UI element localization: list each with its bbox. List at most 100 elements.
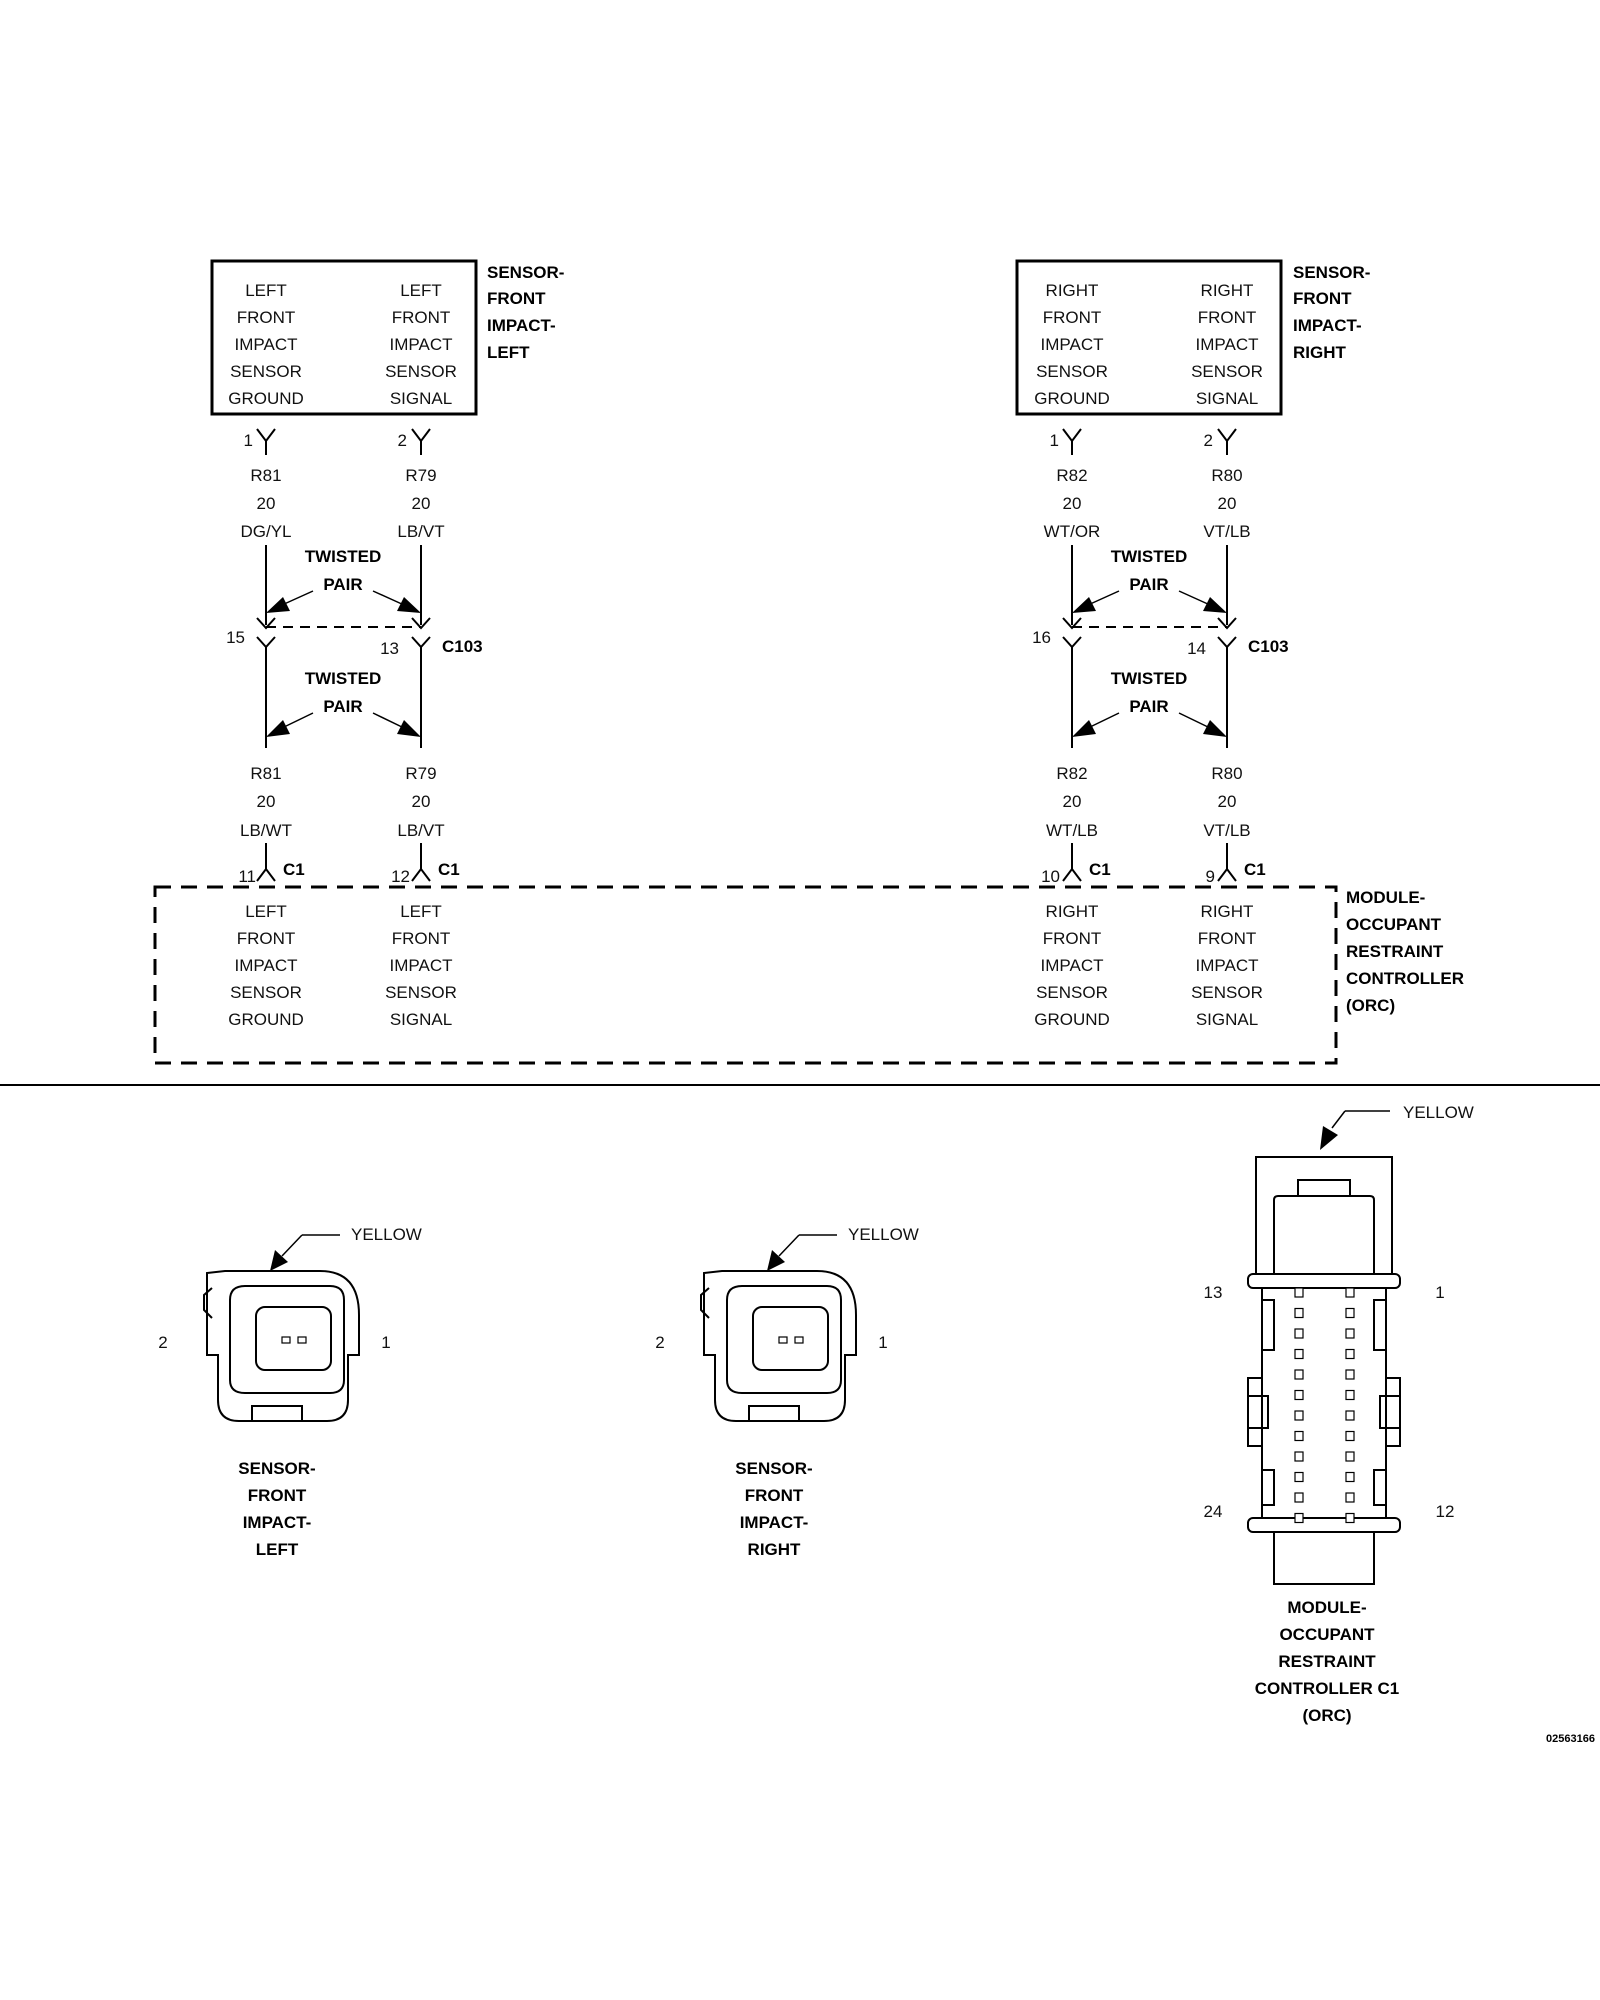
function-line: FRONT [1198, 308, 1257, 327]
function-line: IMPACT [1041, 956, 1104, 975]
wire-circuit: R80 [1211, 764, 1242, 783]
title-line: IMPACT- [487, 316, 556, 335]
twisted-pair-label: PAIR [1129, 575, 1168, 594]
function-line: IMPACT [1196, 956, 1259, 975]
pin-number: 14 [1187, 639, 1206, 658]
wire-labels-lower: R81 20 LB/WT R79 20 LB/VT R82 20 WT/LB R… [240, 764, 1251, 840]
connector-color-label: YELLOW [1403, 1103, 1474, 1122]
module-right-ground-function: RIGHT FRONT IMPACT SENSOR GROUND [1034, 902, 1110, 1029]
wire-color: LB/VT [397, 522, 444, 541]
twisted-pair-lower-left: TWISTED PAIR [266, 669, 421, 737]
connector-body [1261, 1287, 1387, 1519]
wire-gauge: 20 [412, 792, 431, 811]
wire-lines [265, 545, 1228, 748]
title-line: SENSOR- [487, 263, 564, 282]
function-line: FRONT [237, 929, 296, 948]
fork-symbol [411, 428, 431, 455]
connector-cavity [726, 1285, 842, 1394]
sensor-left-box [210, 259, 478, 416]
pin-number: 1 [878, 1333, 887, 1352]
arrow-head [1320, 1126, 1338, 1150]
function-line: SENSOR [1036, 983, 1108, 1002]
pin-number: 11 [238, 867, 256, 886]
function-line: LEFT [400, 281, 442, 300]
connector-label: C103 [1248, 637, 1289, 656]
function-line: FRONT [1198, 929, 1257, 948]
function-line: RIGHT [1046, 281, 1099, 300]
pin-number: 1 [381, 1333, 390, 1352]
terminal-cavity [1345, 1430, 1355, 1442]
connector-cavity [229, 1285, 345, 1394]
wire-circuit: R79 [405, 764, 436, 783]
module-left-signal-function: LEFT FRONT IMPACT SENSOR SIGNAL [385, 902, 457, 1029]
connector-wire-exit [1273, 1531, 1375, 1585]
sensor-front-impact-right: RIGHT FRONT IMPACT SENSOR GROUND RIGHT F… [1015, 259, 1370, 450]
sensor-right-box [1015, 259, 1283, 416]
connector-latch [700, 1287, 710, 1319]
pin-number: 16 [1032, 628, 1051, 647]
function-line: SENSOR [385, 983, 457, 1002]
connector-rails [1262, 1469, 1386, 1506]
arrow-head [270, 1250, 288, 1271]
fork-symbol [1062, 428, 1082, 455]
terminal-cavity [1345, 1328, 1355, 1339]
terminal-pin [778, 1336, 788, 1344]
module-pin-symbol [256, 843, 276, 882]
terminal-cavity [1345, 1512, 1355, 1524]
fork-symbol [1217, 428, 1237, 455]
pin-number: 2 [655, 1333, 664, 1352]
function-line: IMPACT [390, 335, 453, 354]
pin-number: 13 [1204, 1283, 1223, 1302]
terminal-cavity [1294, 1287, 1304, 1298]
connector-housing [206, 1270, 360, 1422]
terminal-cavity [1294, 1471, 1304, 1483]
arrow-head [266, 720, 290, 737]
sensor-right-title: SENSOR- FRONT IMPACT- RIGHT [1293, 263, 1370, 362]
function-line: SIGNAL [1196, 389, 1258, 408]
connector-shroud [1255, 1156, 1393, 1275]
function-line: FRONT [392, 929, 451, 948]
function-line: LEFT [400, 902, 442, 921]
function-line: GROUND [228, 1010, 304, 1029]
twisted-pair-upper-right: TWISTED PAIR [1072, 547, 1227, 613]
connector-view-orc-c1: YELLOW 13 1 24 12 MODULE- OCCUPANT RESTR… [1204, 1103, 1474, 1725]
connector-latch-detail [1248, 1395, 1400, 1429]
wire-gauge: 20 [1218, 792, 1237, 811]
terminal-cavity [1294, 1389, 1304, 1401]
connector-housing [703, 1270, 857, 1422]
module-pin-symbol [1062, 843, 1082, 882]
title-line: MODULE- [1287, 1598, 1366, 1617]
wire-labels-upper: R81 20 DG/YL R79 20 LB/VT R82 20 WT/OR R… [240, 466, 1250, 541]
title-line: (ORC) [1302, 1706, 1351, 1725]
connector-bottom-flange [1247, 1517, 1401, 1533]
arrow-head [1203, 720, 1227, 737]
terminal-cavity [1345, 1348, 1355, 1360]
function-line: IMPACT [235, 956, 298, 975]
pin-number: 1 [1050, 431, 1059, 450]
arrow-head [767, 1250, 785, 1271]
function-line: FRONT [1043, 308, 1102, 327]
twisted-pair-label: PAIR [323, 697, 362, 716]
wire-gauge: 20 [1063, 494, 1082, 513]
function-line: RIGHT [1046, 902, 1099, 921]
title-line: OCCUPANT [1346, 915, 1442, 934]
twisted-pair-lower-right: TWISTED PAIR [1072, 669, 1227, 737]
wire-color: WT/OR [1044, 522, 1101, 541]
arrow-head [1203, 597, 1227, 613]
connector-color-label: YELLOW [848, 1225, 919, 1244]
pin-number: 2 [1204, 431, 1213, 450]
connector-c103: 15 13 16 14 C103 C103 [226, 617, 1289, 658]
wire-color: VT/LB [1203, 522, 1250, 541]
module-dashed-box [153, 885, 1338, 1065]
terminal-cavity [1294, 1430, 1304, 1442]
title-line: CONTROLLER C1 [1255, 1679, 1400, 1698]
terminal-cavity [1294, 1328, 1304, 1339]
module-right-signal-function: RIGHT FRONT IMPACT SENSOR SIGNAL [1191, 902, 1263, 1029]
title-line: FRONT [745, 1486, 804, 1505]
function-line: RIGHT [1201, 902, 1254, 921]
terminal-face [255, 1306, 332, 1371]
function-line: FRONT [1043, 929, 1102, 948]
title-line: IMPACT- [740, 1513, 809, 1532]
title-line: FRONT [487, 289, 546, 308]
terminal-cavity [1294, 1348, 1304, 1360]
